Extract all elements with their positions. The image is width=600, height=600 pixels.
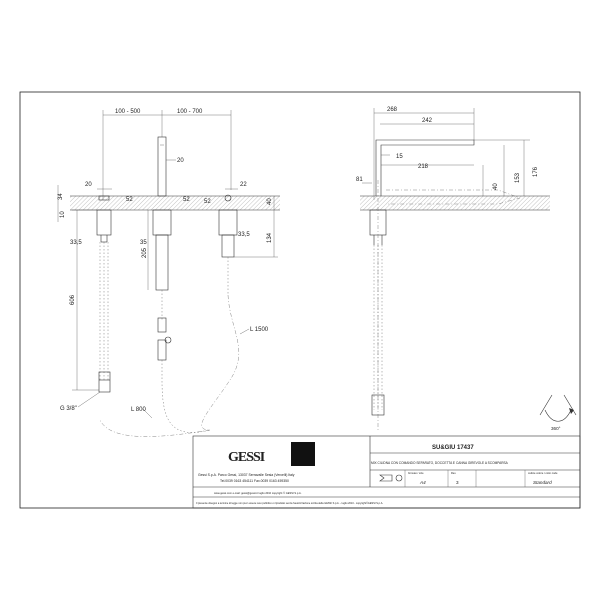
dim-20-top: 20 <box>177 158 184 164</box>
dim-35: 35 <box>140 240 147 246</box>
dim-15: 15 <box>396 154 403 160</box>
rev-label: Rev. <box>451 471 456 475</box>
projection-symbol-icon <box>379 474 393 482</box>
gessi-logo-block <box>291 442 315 466</box>
dim-81: 81 <box>356 177 363 183</box>
company-address: Gessi S.p.A. Parco Gessi, 13037 Serraval… <box>198 473 295 477</box>
title-block: GESSI Gessi S.p.A. Parco Gessi, 13037 Se… <box>192 435 581 509</box>
color-code-value: Standard <box>533 480 552 485</box>
dim-l-1500: L 1500 <box>250 327 269 333</box>
dim-52-b: 52 <box>183 197 190 203</box>
dim-34: 34 <box>58 193 64 200</box>
dim-134: 134 <box>267 232 273 243</box>
dim-l-800: L 800 <box>131 407 146 413</box>
dim-33-5-b: 33,5 <box>238 232 250 238</box>
countertop-section-side <box>360 196 550 210</box>
product-description: MIX CILIDNA CON COMANDO SEPARATO, DOCCET… <box>371 461 509 465</box>
dim-100-500: 100 - 500 <box>115 109 141 115</box>
rev-value: 3 <box>456 480 459 485</box>
product-code: SU&GIU 17437 <box>432 445 474 451</box>
dim-205: 205 <box>142 247 148 258</box>
dim-52-c: 52 <box>204 199 211 205</box>
dim-242: 242 <box>422 118 433 124</box>
legal-disclaimer: Il presente disegno a termine di legge n… <box>196 502 383 505</box>
company-phone: Tel.0039 0163 454111 Fax.0039 0163 45935… <box>220 479 289 483</box>
dim-176: 176 <box>533 166 539 177</box>
dim-100-700: 100 - 700 <box>177 109 203 115</box>
format-label: formato / size <box>408 471 424 475</box>
front-view: 100 - 500 100 - 700 20 52 33,5 G 3/8" 60… <box>57 109 280 437</box>
dim-20-left: 20 <box>85 182 92 188</box>
dim-g-3-8: G 3/8" <box>60 406 77 412</box>
projection-circle-icon <box>395 474 403 482</box>
dim-606: 606 <box>70 294 76 305</box>
rotation-label: 360° <box>551 426 561 431</box>
dim-218: 218 <box>418 164 429 170</box>
dim-52-a: 52 <box>126 197 133 203</box>
countertop-section <box>70 196 280 210</box>
dim-22: 22 <box>240 182 247 188</box>
dim-40-mid: 40 <box>267 198 273 205</box>
company-web: www.gessi.com e-mail: gessi@gessi.it lug… <box>214 491 302 495</box>
side-view: 268 242 15 218 40 153 176 81 <box>356 107 577 431</box>
dim-10: 10 <box>60 211 66 218</box>
dim-268: 268 <box>387 107 398 113</box>
rotation-360-icon: 360° <box>539 394 577 431</box>
gessi-logo: GESSI <box>228 450 265 465</box>
dim-153: 153 <box>515 172 521 183</box>
format-value: A4 <box>419 480 426 485</box>
color-code-label: codice colore / color code <box>528 471 558 475</box>
dim-33-5-a: 33,5 <box>70 240 82 246</box>
dim-40-right: 40 <box>493 183 499 190</box>
